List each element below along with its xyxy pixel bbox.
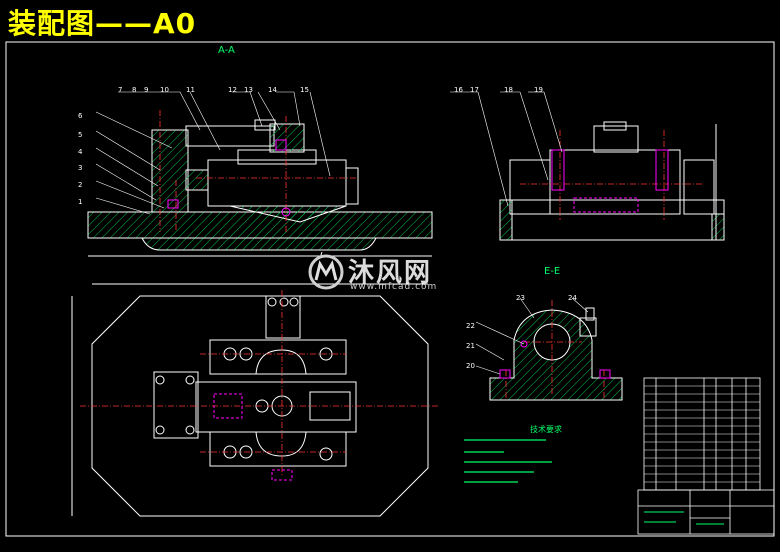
part-number-21: 21	[466, 342, 475, 350]
part-number-15: 15	[300, 86, 309, 94]
part-number-2: 2	[78, 181, 83, 189]
part-number-9: 9	[144, 86, 149, 94]
part-number-10: 10	[160, 86, 169, 94]
section-label-aa: A-A	[218, 45, 235, 56]
part-number-11: 11	[186, 86, 195, 94]
part-number-13: 13	[244, 86, 253, 94]
section-aa-view	[87, 119, 433, 259]
part-number-19: 19	[534, 86, 543, 94]
technical-notes-title: 技术要求	[530, 425, 562, 434]
side-view-leaders	[450, 91, 563, 207]
side-view-highlights	[551, 149, 669, 213]
plan-view	[71, 283, 429, 517]
section-ee-highlights	[499, 340, 611, 379]
part-number-6: 6	[78, 112, 83, 120]
side-view	[499, 121, 725, 241]
title-block	[637, 489, 775, 535]
part-number-12: 12	[228, 86, 237, 94]
part-number-18: 18	[504, 86, 513, 94]
side-view-centerlines	[520, 130, 704, 220]
section-ee-centerlines	[505, 300, 605, 398]
section-label-ee: E-E	[544, 266, 561, 277]
plan-view-highlights	[213, 393, 293, 481]
part-number-23: 23	[516, 294, 525, 302]
section-ee-leaders	[475, 297, 589, 375]
part-number-20: 20	[466, 362, 475, 370]
part-number-4: 4	[78, 148, 83, 156]
part-number-5: 5	[78, 131, 83, 139]
drawing-title: 装配图——A0	[8, 7, 197, 40]
section-aa-highlights	[167, 139, 291, 217]
watermark-text: 沐风网	[348, 258, 433, 288]
title-block-fills	[644, 511, 724, 525]
watermark-url: www.mfcad.com	[350, 282, 438, 292]
part-number-3: 3	[78, 164, 83, 172]
part-number-24: 24	[568, 294, 577, 302]
part-number-17: 17	[470, 86, 479, 94]
drawing-border	[5, 41, 775, 537]
technical-notes	[464, 439, 552, 483]
parts-list-rows	[644, 385, 760, 483]
section-aa-centerlines	[159, 110, 356, 232]
part-number-22: 22	[466, 322, 475, 330]
part-number-8: 8	[132, 86, 137, 94]
part-number-7: 7	[118, 86, 123, 94]
watermark-logo-icon	[308, 254, 344, 290]
section-ee-view	[489, 307, 623, 401]
part-number-16: 16	[454, 86, 463, 94]
part-number-1: 1	[78, 198, 83, 206]
part-number-14: 14	[268, 86, 277, 94]
plan-view-centerlines	[80, 290, 440, 476]
section-aa-leaders	[95, 91, 331, 215]
watermark: 沐风网 www.mfcad.com	[306, 252, 476, 294]
